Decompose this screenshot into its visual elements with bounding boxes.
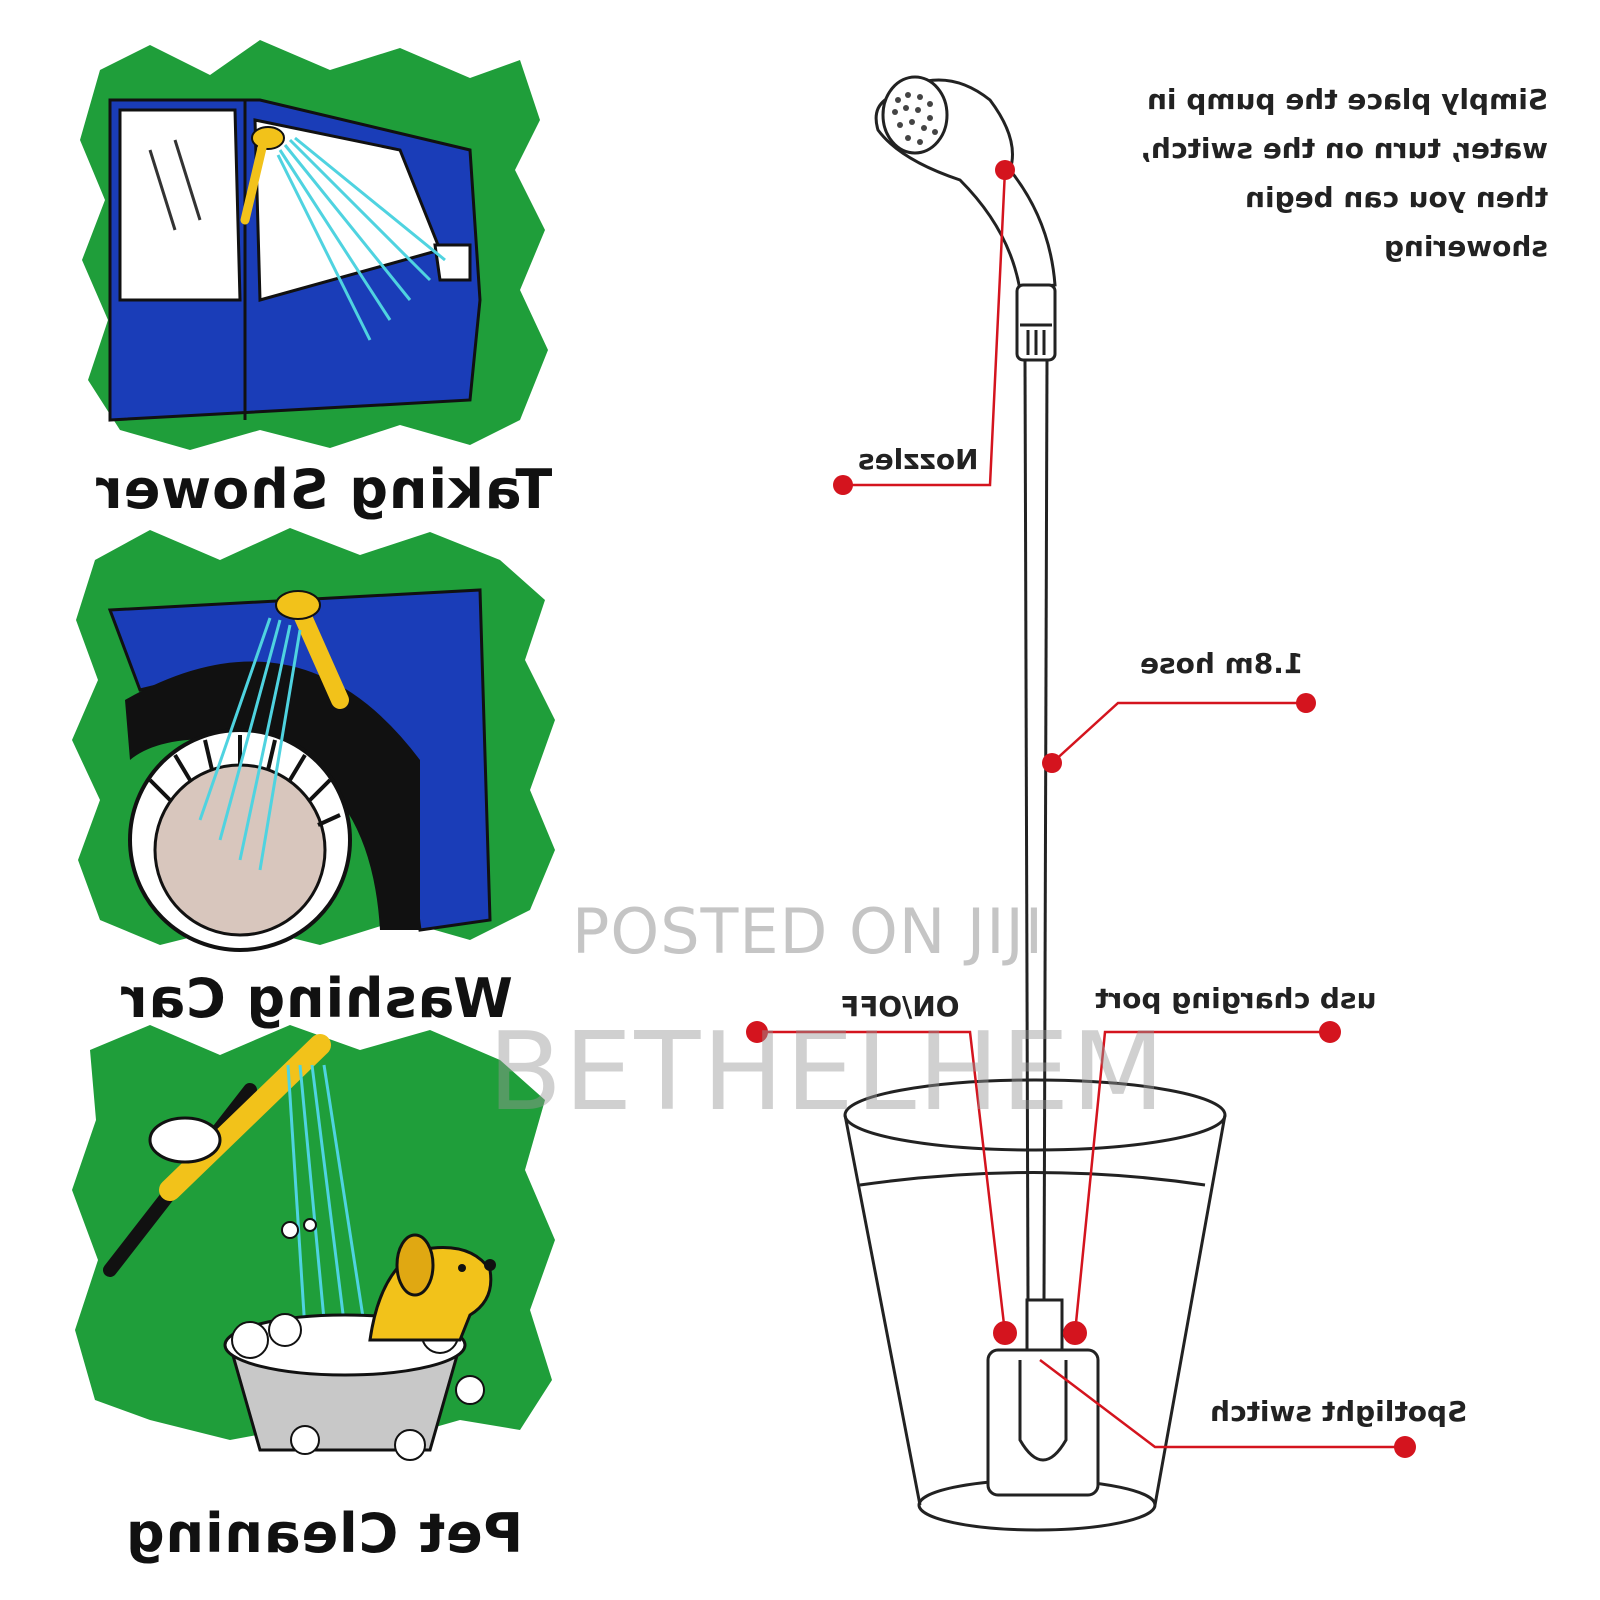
bucket-body xyxy=(843,1114,1227,1506)
panel-pet-cleaning xyxy=(72,1025,555,1461)
instructions-block: Simply place the pump in water, turn on … xyxy=(1140,75,1548,271)
label-hose: 1.8m hose xyxy=(1140,647,1304,680)
caption-washing-car: Washing Car xyxy=(120,967,513,1030)
callout-dots xyxy=(746,160,1416,1458)
caption-taking-shower: Taking Shower xyxy=(95,458,553,521)
hose-left xyxy=(1023,359,1030,1301)
instruction-line-2: water, turn on the switch, xyxy=(1140,132,1548,165)
instruction-line-3: then you can begin xyxy=(1245,181,1548,214)
dog-icon xyxy=(368,1233,496,1342)
leader-hose xyxy=(1051,701,1306,764)
wheel-arch xyxy=(125,661,420,930)
water-spray-3 xyxy=(286,1064,367,1331)
water-line xyxy=(859,1171,1206,1187)
panel-washing-car xyxy=(72,528,555,952)
instruction-line-4: showering xyxy=(1383,230,1548,263)
shower-head-icon xyxy=(251,126,285,150)
watermark-seller: BETHELHEM xyxy=(488,1010,1167,1135)
water-spray-2 xyxy=(198,617,302,871)
hose-right xyxy=(1042,359,1049,1301)
watermark-posted-on: POSTED ON JIJI xyxy=(572,895,1045,968)
instruction-line-1: Simply place the pump in xyxy=(1147,83,1548,116)
caption-pet-cleaning: Pet Cleaning xyxy=(125,1502,524,1565)
water-spray-1 xyxy=(276,136,446,341)
label-spotlight: Spotlight switch xyxy=(1210,1395,1468,1428)
leader-on-off xyxy=(757,1030,1007,1334)
callout-leaders xyxy=(757,169,1405,1449)
label-nozzles: Nozzles xyxy=(858,443,979,476)
shower-diagram xyxy=(843,75,1227,1532)
panel-taking-shower xyxy=(80,40,548,450)
nozzle-holes xyxy=(892,92,938,145)
leader-usb xyxy=(1073,1030,1330,1334)
car-window-left xyxy=(118,108,242,302)
leader-nozzles xyxy=(843,169,1007,487)
leader-spotlight xyxy=(1039,1359,1405,1449)
pump-body xyxy=(986,1348,1100,1497)
